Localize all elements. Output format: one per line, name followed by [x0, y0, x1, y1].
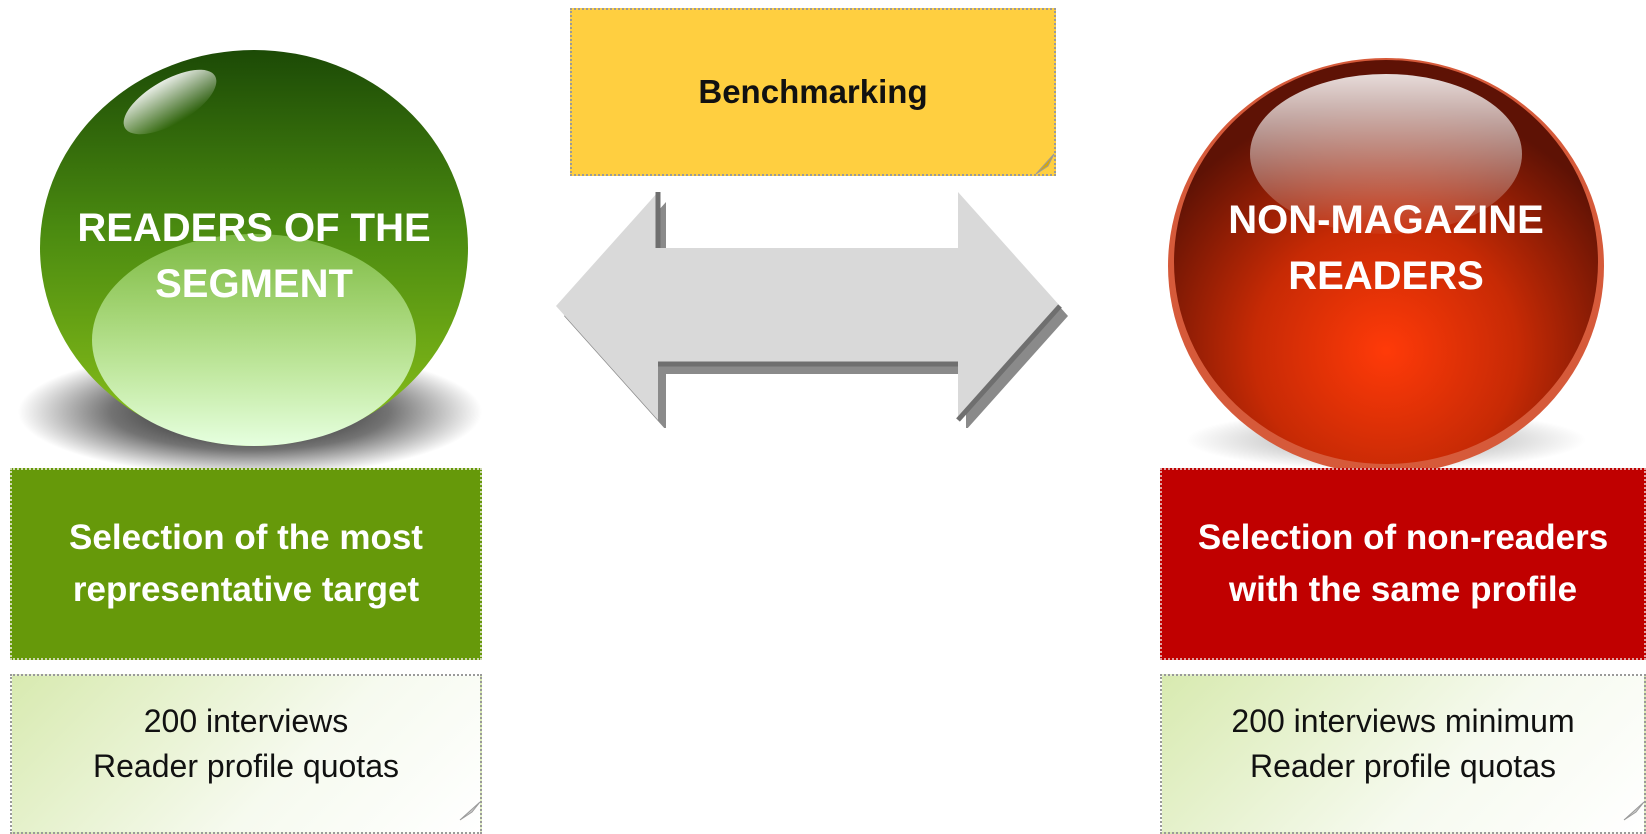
page-curl-icon: [459, 801, 481, 821]
non-readers-quota-note: 200 interviews minimum Reader profile qu…: [1160, 674, 1646, 834]
benchmarking-box: Benchmarking: [570, 8, 1056, 176]
non-readers-selection-text: Selection of non-readers with the same p…: [1197, 518, 1609, 609]
target-selection-text: Selection of the most representative tar…: [69, 518, 423, 609]
non-readers-sphere: [1168, 58, 1604, 474]
non-readers-quota-text: 200 interviews minimum Reader profile qu…: [1231, 703, 1575, 784]
readers-quota-text: 200 interviews Reader profile quotas: [93, 703, 399, 784]
non-readers-selection-box: Selection of non-readers with the same p…: [1160, 468, 1646, 660]
readers-sphere: [18, 50, 482, 476]
readers-sphere-label: READERS OF THE SEGMENT: [77, 206, 431, 306]
non-readers-sphere-label: NON-MAGAZINE READERS: [1228, 198, 1544, 298]
page-curl-icon: [1035, 153, 1055, 175]
page-curl-icon: [1623, 801, 1645, 821]
target-selection-box: Selection of the most representative tar…: [10, 468, 482, 660]
benchmarking-label: Benchmarking: [698, 73, 928, 110]
readers-quota-note: 200 interviews Reader profile quotas: [10, 674, 482, 834]
double-headed-arrow-icon: [556, 192, 1068, 428]
